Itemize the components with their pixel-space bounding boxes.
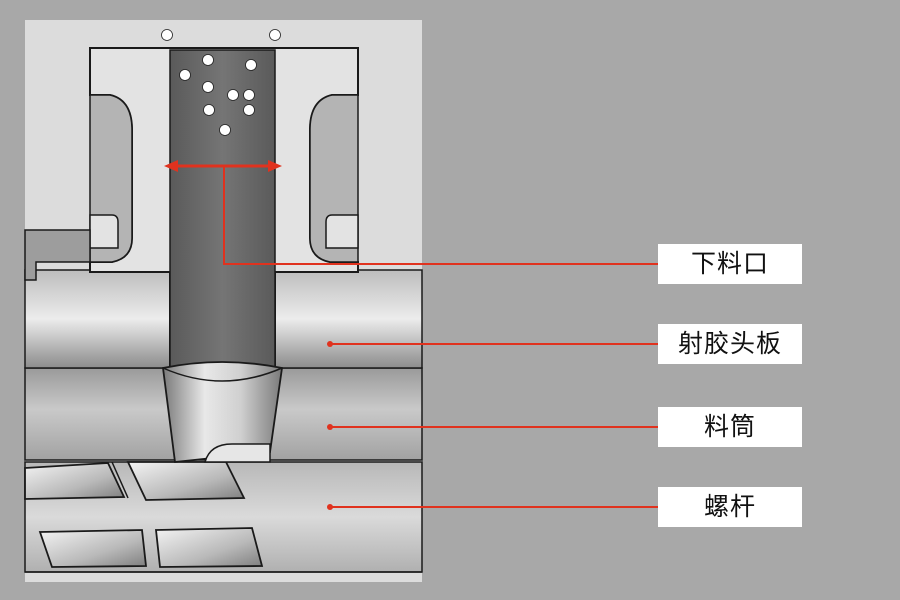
pellet: [162, 30, 173, 41]
pellet: [228, 90, 239, 101]
pellet: [246, 60, 257, 71]
leader-dot: [327, 341, 333, 347]
screw-flight: [156, 528, 262, 567]
screw-flight: [128, 462, 244, 500]
pellet: [203, 82, 214, 93]
label-injection-head-plate: 射胶头板: [658, 324, 802, 364]
pellet: [180, 70, 191, 81]
label-hopper-opening: 下料口: [658, 244, 802, 284]
pellet: [270, 30, 281, 41]
label-screw: 螺杆: [658, 487, 802, 527]
screw-flight: [40, 530, 146, 567]
pellet: [220, 125, 231, 136]
leader-dot: [327, 424, 333, 430]
label-barrel: 料筒: [658, 407, 802, 447]
pellet: [244, 90, 255, 101]
screw-flight: [25, 463, 124, 499]
pellet: [203, 55, 214, 66]
pellet: [244, 105, 255, 116]
pellet: [204, 105, 215, 116]
leader-dot: [327, 504, 333, 510]
feed-channel: [170, 50, 275, 368]
